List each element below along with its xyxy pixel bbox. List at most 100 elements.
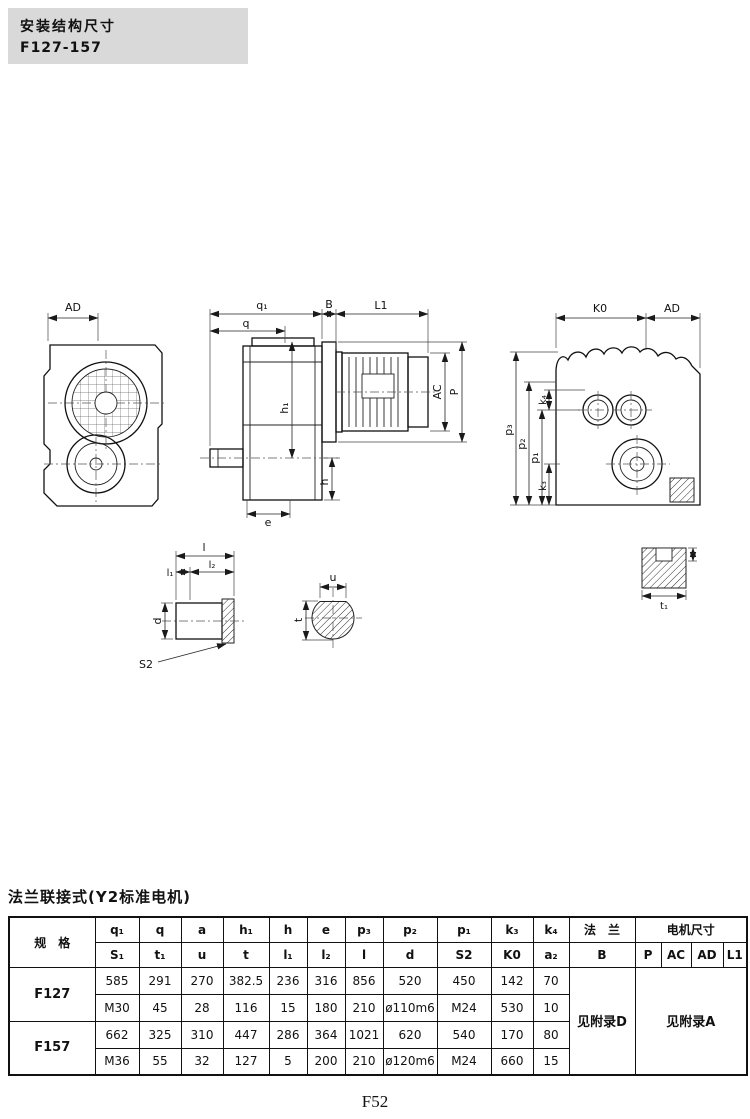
dim-value: 291 (138, 966, 182, 995)
dim-label-q1: q₁ (256, 299, 267, 312)
dim-value: ø120m6 (382, 1047, 438, 1076)
dim-value: 662 (94, 1020, 140, 1049)
dim-label-l2: l₂ (209, 560, 216, 571)
model-f157: F157 (8, 1020, 96, 1076)
dim-label-t1: t₁ (660, 601, 668, 612)
dim-header-h1: h₁ (222, 916, 270, 943)
dim-label-t: t (292, 617, 305, 622)
input-flange-circle (64, 361, 148, 445)
dim-label-p3: p₃ (502, 424, 515, 435)
dim-value: M36 (94, 1047, 140, 1076)
col-header-motor: 电机尺寸 (634, 916, 748, 943)
table-row-f157-line2: M36 55 32 127 5 200 210 ø120m6 M24 660 1… (9, 1047, 747, 1076)
dim-value: 5 (268, 1047, 308, 1076)
dim-value: M24 (436, 993, 492, 1022)
gearbox-body (242, 345, 323, 501)
dim-subheader-l1: l₁ (268, 941, 308, 968)
model-f127: F127 (8, 966, 96, 1022)
dim-subheader-t1: t₁ (138, 941, 182, 968)
dim-subheader-l: l (344, 941, 384, 968)
dim-header-q1: q₁ (94, 916, 140, 943)
motor-subheader-l1: L1 (722, 941, 748, 968)
dim-header-k3: k₃ (490, 916, 534, 943)
dim-subheader-d: d (382, 941, 438, 968)
col-header-spec: 规 格 (8, 916, 96, 968)
dim-value: 316 (306, 966, 346, 995)
motor-flange (321, 341, 337, 443)
model-range-label: F127-157 (20, 40, 102, 56)
keyway-section-drawing: u t (292, 571, 362, 650)
dim-header-k4: k₄ (532, 916, 570, 943)
dim-value: 1021 (344, 1020, 384, 1049)
motor-subheader-ac: AC (660, 941, 692, 968)
dim-value: 55 (138, 1047, 182, 1076)
flange-value: 见附录D (568, 966, 636, 1076)
dim-value: 70 (532, 966, 570, 995)
dim-subheader-s1: S₁ (94, 941, 140, 968)
dim-value: 45 (138, 993, 182, 1022)
dim-value: 15 (268, 993, 308, 1022)
dim-value: 180 (306, 993, 346, 1022)
shaft-cross-section (311, 601, 355, 640)
dim-label-k4: k₄ (538, 395, 549, 405)
dim-value: 447 (222, 1020, 270, 1049)
dim-value: 310 (180, 1020, 224, 1049)
dim-label-u: u (330, 571, 337, 584)
dim-header-p3: p₃ (344, 916, 384, 943)
col-header-flange: 法 兰 (568, 916, 636, 943)
dim-header-p1: p₁ (436, 916, 492, 943)
dim-header-a: a (180, 916, 224, 943)
terminal-box (361, 373, 395, 399)
dim-value: 15 (532, 1047, 570, 1076)
table-row-f127-line1: F127 585 291 270 382.5 236 316 856 520 4… (8, 966, 748, 1076)
dim-header-e: e (306, 916, 346, 943)
dim-label-q: q (243, 317, 250, 330)
dim-label-e: e (265, 516, 272, 529)
dim-label-h1: h₁ (278, 402, 291, 413)
page-title: 安装结构尺寸 (20, 19, 116, 35)
dim-label-p: P (448, 388, 461, 395)
dim-value: 32 (180, 1047, 224, 1076)
dim-header-q: q (138, 916, 182, 943)
dim-label-h: h (318, 478, 331, 485)
dim-value: 286 (268, 1020, 308, 1049)
dim-value: 520 (382, 966, 438, 995)
dim-value: ø110m6 (382, 993, 438, 1022)
front-view-drawing: AD (43, 301, 165, 507)
dim-subheader-s2: S2 (436, 941, 492, 968)
table-title: 法兰联接式(Y2标准电机) (8, 888, 192, 906)
dim-label-k0: K0 (593, 302, 607, 315)
motor-subheader-p: P (634, 941, 662, 968)
dim-label-l1-motor: L1 (374, 299, 387, 312)
dim-value: 170 (490, 1020, 534, 1049)
motor-value: 见附录A (634, 966, 748, 1076)
dimensions-table: 规 格 q₁ q a h₁ h e p₃ p₂ p₁ k₃ k₄ 法 兰 电机尺… (8, 916, 749, 1076)
table-header-row-1: 规 格 q₁ q a h₁ h e p₃ p₂ p₁ k₃ k₄ 法 兰 电机尺… (8, 916, 748, 968)
dim-value: 856 (344, 966, 384, 995)
dim-value: 585 (94, 966, 140, 995)
dim-value: 210 (344, 1047, 384, 1076)
dim-value: 116 (222, 993, 270, 1022)
technical-drawings: AD (43, 298, 701, 671)
dim-subheader-l2: l₂ (306, 941, 346, 968)
dim-label-k3: k₃ (538, 481, 549, 491)
dim-label-d: d (151, 618, 164, 625)
dim-value: 364 (306, 1020, 346, 1049)
dim-label-ad-rear: AD (664, 302, 680, 315)
dim-subheader-k0: K0 (490, 941, 534, 968)
dim-value: 80 (532, 1020, 570, 1049)
dim-value: 200 (306, 1047, 346, 1076)
output-bore-circle (66, 434, 126, 494)
hub-detail-drawing: t₁ (641, 547, 697, 612)
section-hatch-detail (669, 477, 695, 503)
dim-label-p1: p₁ (528, 452, 541, 463)
dim-subheader-t: t (222, 941, 270, 968)
dim-value: 382.5 (222, 966, 270, 995)
dim-label-p2: p₂ (515, 438, 528, 449)
dim-value: 236 (268, 966, 308, 995)
rear-view-drawing: p₃ p₂ p₁ k₃ k₄ K0 AD (502, 302, 701, 506)
dim-label-ac: AC (431, 384, 444, 399)
dim-value: M30 (94, 993, 140, 1022)
dim-label-l: l (202, 541, 205, 554)
